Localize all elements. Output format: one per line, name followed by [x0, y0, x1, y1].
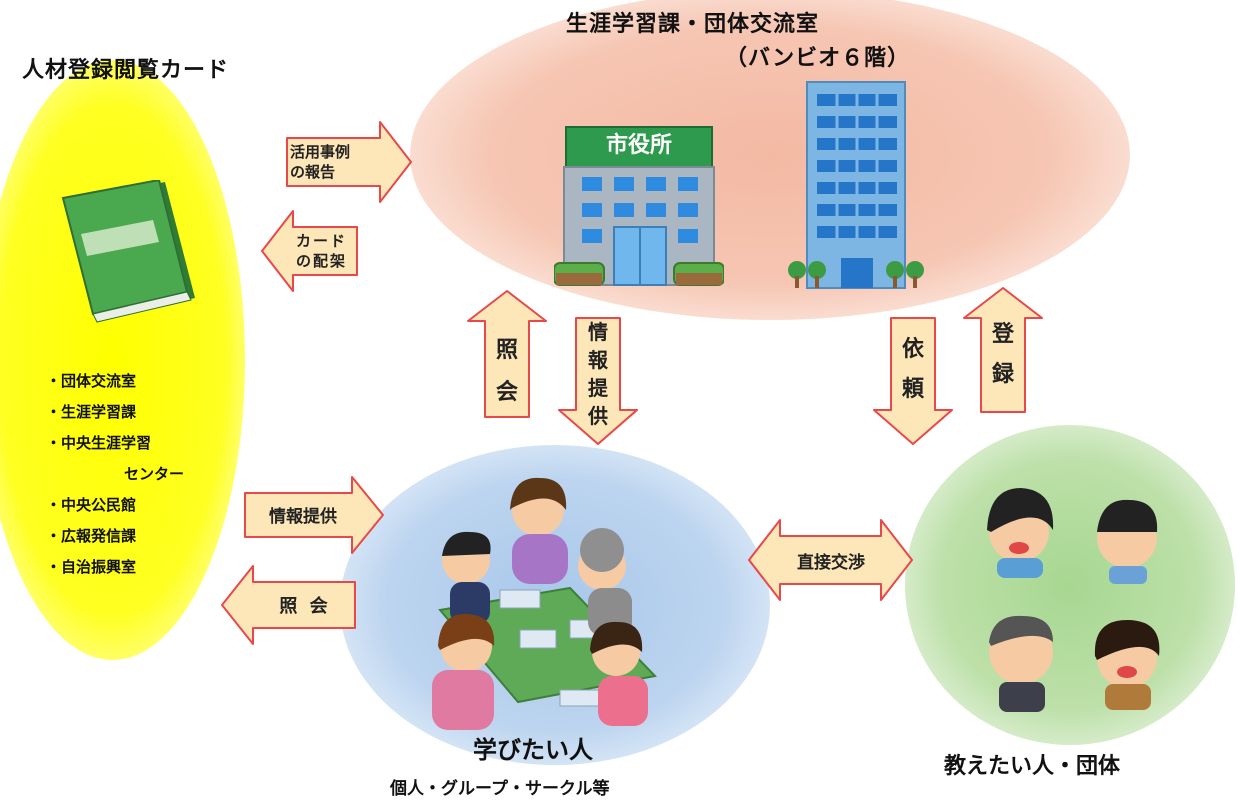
location-item: ・中央公民館 [46, 496, 137, 514]
office-title: 生涯学習課・団体交流室 [566, 12, 820, 37]
learners-title: 学びたい人 [473, 736, 593, 764]
learners-group-icon [432, 477, 658, 730]
card-location-list: ・団体交流室 ・生涯学習課 ・中央生涯学習 センター ・中央公民館 ・広報発信課… [46, 366, 184, 583]
learners-subtitle: 個人・グループ・サークル等 [390, 779, 610, 799]
request-down-arrow [873, 317, 953, 445]
info-vertical-label: 情報提供 [588, 320, 608, 428]
info-down-arrow [558, 317, 638, 445]
location-item: ・広報発信課 [46, 527, 137, 545]
teachers-area-background [905, 425, 1235, 745]
info-right-arrow [244, 476, 384, 554]
rack-label: カードの配架 [296, 232, 348, 270]
direct-label: 直接交渉 [797, 553, 865, 573]
direct-double-arrow [748, 519, 913, 601]
office-subtitle: （バンビオ６階） [725, 46, 911, 71]
card-title: 人材登録閲覧カード [22, 58, 230, 83]
inquiry-left-label: 照 会 [279, 596, 331, 617]
register-up-arrow [963, 287, 1043, 413]
request-vertical-label: 依頼 [901, 337, 924, 402]
info-left-label: 情報提供 [269, 507, 337, 527]
register-vertical-label: 登録 [991, 322, 1014, 387]
location-item: ・自治振興室 [46, 558, 137, 576]
location-item: ・団体交流室 [46, 372, 137, 390]
report-label: 活用事例の報告 [290, 143, 351, 181]
registration-card-book-icon [61, 180, 195, 323]
office-area-background [410, 0, 1130, 320]
location-item: ・生涯学習課 [46, 403, 137, 421]
report-arrow [286, 121, 412, 203]
rack-arrow [261, 210, 358, 292]
city-hall-building-icon [554, 126, 724, 286]
card-area-background [0, 60, 245, 660]
inquiry-left-arrow [221, 565, 356, 645]
inquiry-up-arrow [467, 290, 547, 418]
office-tower-icon [788, 81, 924, 289]
inquiry-vertical-label: 照会 [495, 338, 518, 405]
location-item: センター [124, 465, 185, 483]
city-hall-sign: 市役所 [605, 133, 672, 158]
teachers-group-icon [987, 488, 1160, 712]
location-item: ・中央生涯学習 [46, 434, 152, 452]
teachers-title: 教えたい人・団体 [944, 754, 1121, 779]
